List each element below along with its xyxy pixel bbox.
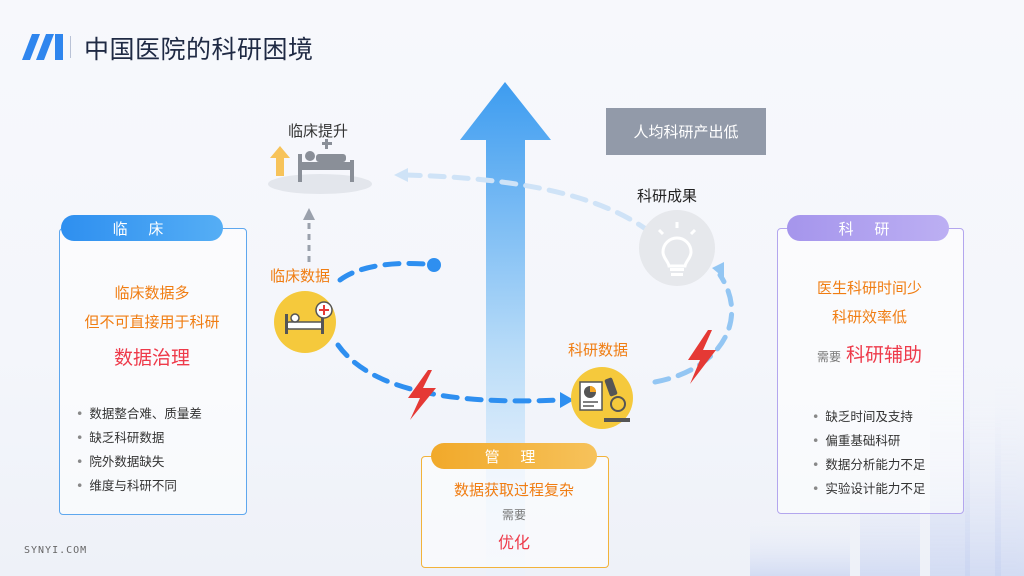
lightning-icon [688, 330, 716, 384]
arc-clinical-to-research [335, 342, 563, 404]
clinical-highlight: 数据治理 [113, 347, 190, 369]
hospital-bed-icon [268, 139, 372, 194]
microscope-icon [571, 367, 633, 429]
clinical-bullet: 数据整合难、质量差 [76, 403, 202, 427]
title-separator [70, 36, 71, 58]
arrowhead-results [712, 262, 724, 278]
label-clinical-data: 临床数据 [270, 267, 331, 285]
clinical-line1: 临床数据多 [114, 284, 190, 302]
management-highlight: 优化 [497, 533, 530, 552]
arc-clinical-data-top [337, 260, 428, 283]
lightbulb-icon [639, 210, 715, 286]
clinical-bullets: 数据整合难、质量差 缺乏科研数据 院外数据缺失 维度与科研不同 [76, 403, 202, 499]
cycle-dot [427, 258, 441, 272]
clinical-data-bed-icon [274, 291, 336, 353]
clinical-bullet: 院外数据缺失 [76, 451, 202, 475]
research-highlight: 科研辅助 [846, 344, 923, 366]
label-research-data: 科研数据 [568, 341, 629, 359]
management-panel [421, 456, 609, 568]
research-bullet: 缺乏时间及支持 [812, 406, 925, 430]
research-bullet: 实验设计能力不足 [812, 478, 925, 502]
management-need: 需要 [501, 508, 526, 522]
big-up-arrow-icon [460, 82, 551, 576]
research-bullets: 缺乏时间及支持 偏重基础科研 数据分析能力不足 实验设计能力不足 [812, 406, 925, 502]
research-bullet: 数据分析能力不足 [812, 454, 925, 478]
research-bullet: 偏重基础科研 [812, 430, 925, 454]
research-line2: 科研效率低 [831, 308, 907, 326]
arc-results-to-improve [402, 172, 653, 235]
clinical-pill: 临 床 [61, 215, 223, 241]
label-research-results: 科研成果 [637, 187, 698, 205]
footer-site: SYNYI.COM [24, 545, 88, 556]
page-title: 中国医院的科研困境 [84, 35, 314, 64]
arrowhead-up [303, 208, 315, 220]
label-clinical-improve: 临床提升 [288, 122, 349, 140]
research-line1: 医生科研时间少 [816, 279, 922, 297]
arrowhead-improve [394, 168, 408, 182]
research-need: 需要 [816, 350, 841, 364]
clinical-bullet: 缺乏科研数据 [76, 427, 202, 451]
research-need-row: 需要 科研辅助 [777, 340, 962, 367]
arc-research-to-results [652, 272, 735, 385]
per-capita-output-badge: 人均科研产出低 [606, 108, 766, 155]
brand-logo [22, 34, 63, 60]
management-line1: 数据获取过程复杂 [453, 481, 574, 499]
arrowhead-research [560, 392, 574, 408]
clinical-bullet: 维度与科研不同 [76, 475, 202, 499]
clinical-line2: 但不可直接用于科研 [84, 313, 220, 331]
lightning-icon [408, 370, 436, 420]
management-pill: 管 理 [431, 443, 597, 469]
research-pill: 科 研 [787, 215, 949, 241]
